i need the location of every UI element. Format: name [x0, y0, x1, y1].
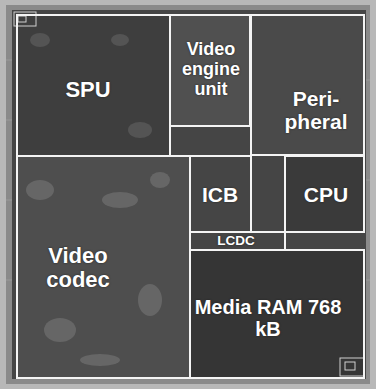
spu-texture — [16, 14, 170, 156]
peri-texture — [250, 14, 364, 154]
veu-texture — [170, 14, 250, 126]
pad-ring — [6, 5, 370, 384]
spu-blotches — [30, 33, 152, 138]
video-codec-region: Video codec — [16, 155, 191, 379]
region-label: ICB — [202, 183, 238, 206]
video-engine-region: Video engine unit — [169, 14, 251, 127]
region-label: Video codec — [28, 244, 128, 292]
media-ram-region: Media RAM 768 kB — [189, 249, 365, 379]
spu-region: SPU — [16, 14, 171, 157]
region-label: CPU — [304, 183, 348, 206]
codec-texture — [16, 156, 190, 378]
region-label: Media RAM 768 kB — [193, 296, 343, 340]
region-label: LCDC — [217, 234, 255, 249]
codec-blotches — [26, 172, 170, 366]
region-label: SPU — [65, 78, 110, 102]
region-label: Peri- pheral — [271, 87, 361, 133]
cpu-region: CPU — [284, 155, 365, 233]
lcdc-region: LCDC — [189, 231, 286, 251]
peripheral-region: Peri- pheral — [250, 14, 365, 156]
icb-region: ICB — [189, 155, 252, 233]
core-area — [12, 10, 366, 379]
cpu-texture — [285, 156, 365, 232]
ram-texture — [190, 250, 365, 378]
region-label: Video engine unit — [173, 40, 249, 99]
